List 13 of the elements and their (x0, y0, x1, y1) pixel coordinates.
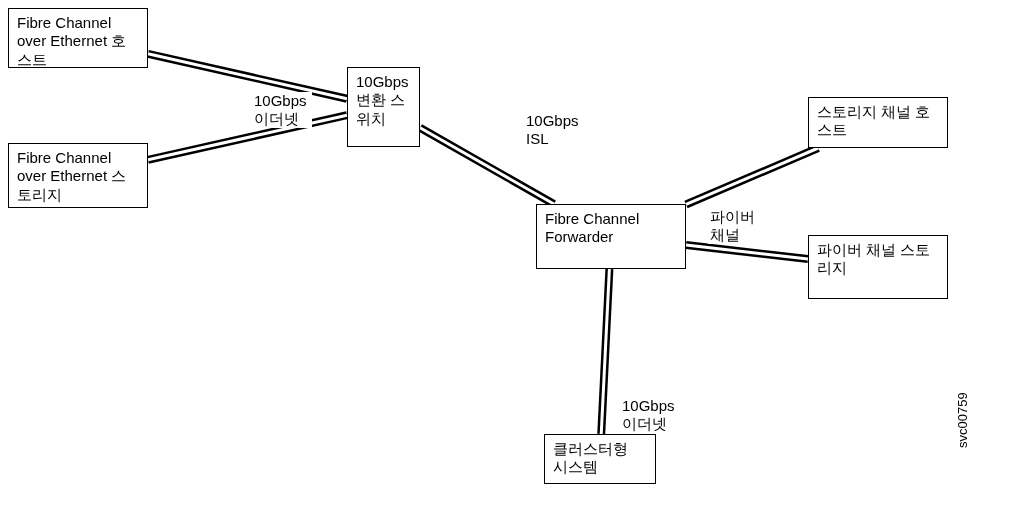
device-box: Fibre Channel over Ethernet 스토리지 (8, 143, 148, 208)
figure-id: svc00759 (955, 391, 971, 450)
double-line (147, 111, 348, 164)
double-line (685, 241, 809, 263)
link-label: 10Gbps 이더넷 (252, 92, 312, 128)
device-box: 10Gbps 변환 스위치 (347, 67, 420, 147)
device-box: 파이버 채널 스토리지 (808, 235, 948, 299)
device-box: 클러스터형 시스템 (544, 434, 656, 484)
device-box: 스토리지 채널 호스트 (808, 97, 948, 148)
device-box: Fibre Channel Forwarder (536, 204, 686, 269)
double-line (597, 268, 614, 435)
device-box: Fibre Channel over Ethernet 호스트 (8, 8, 148, 68)
double-line (147, 49, 348, 103)
